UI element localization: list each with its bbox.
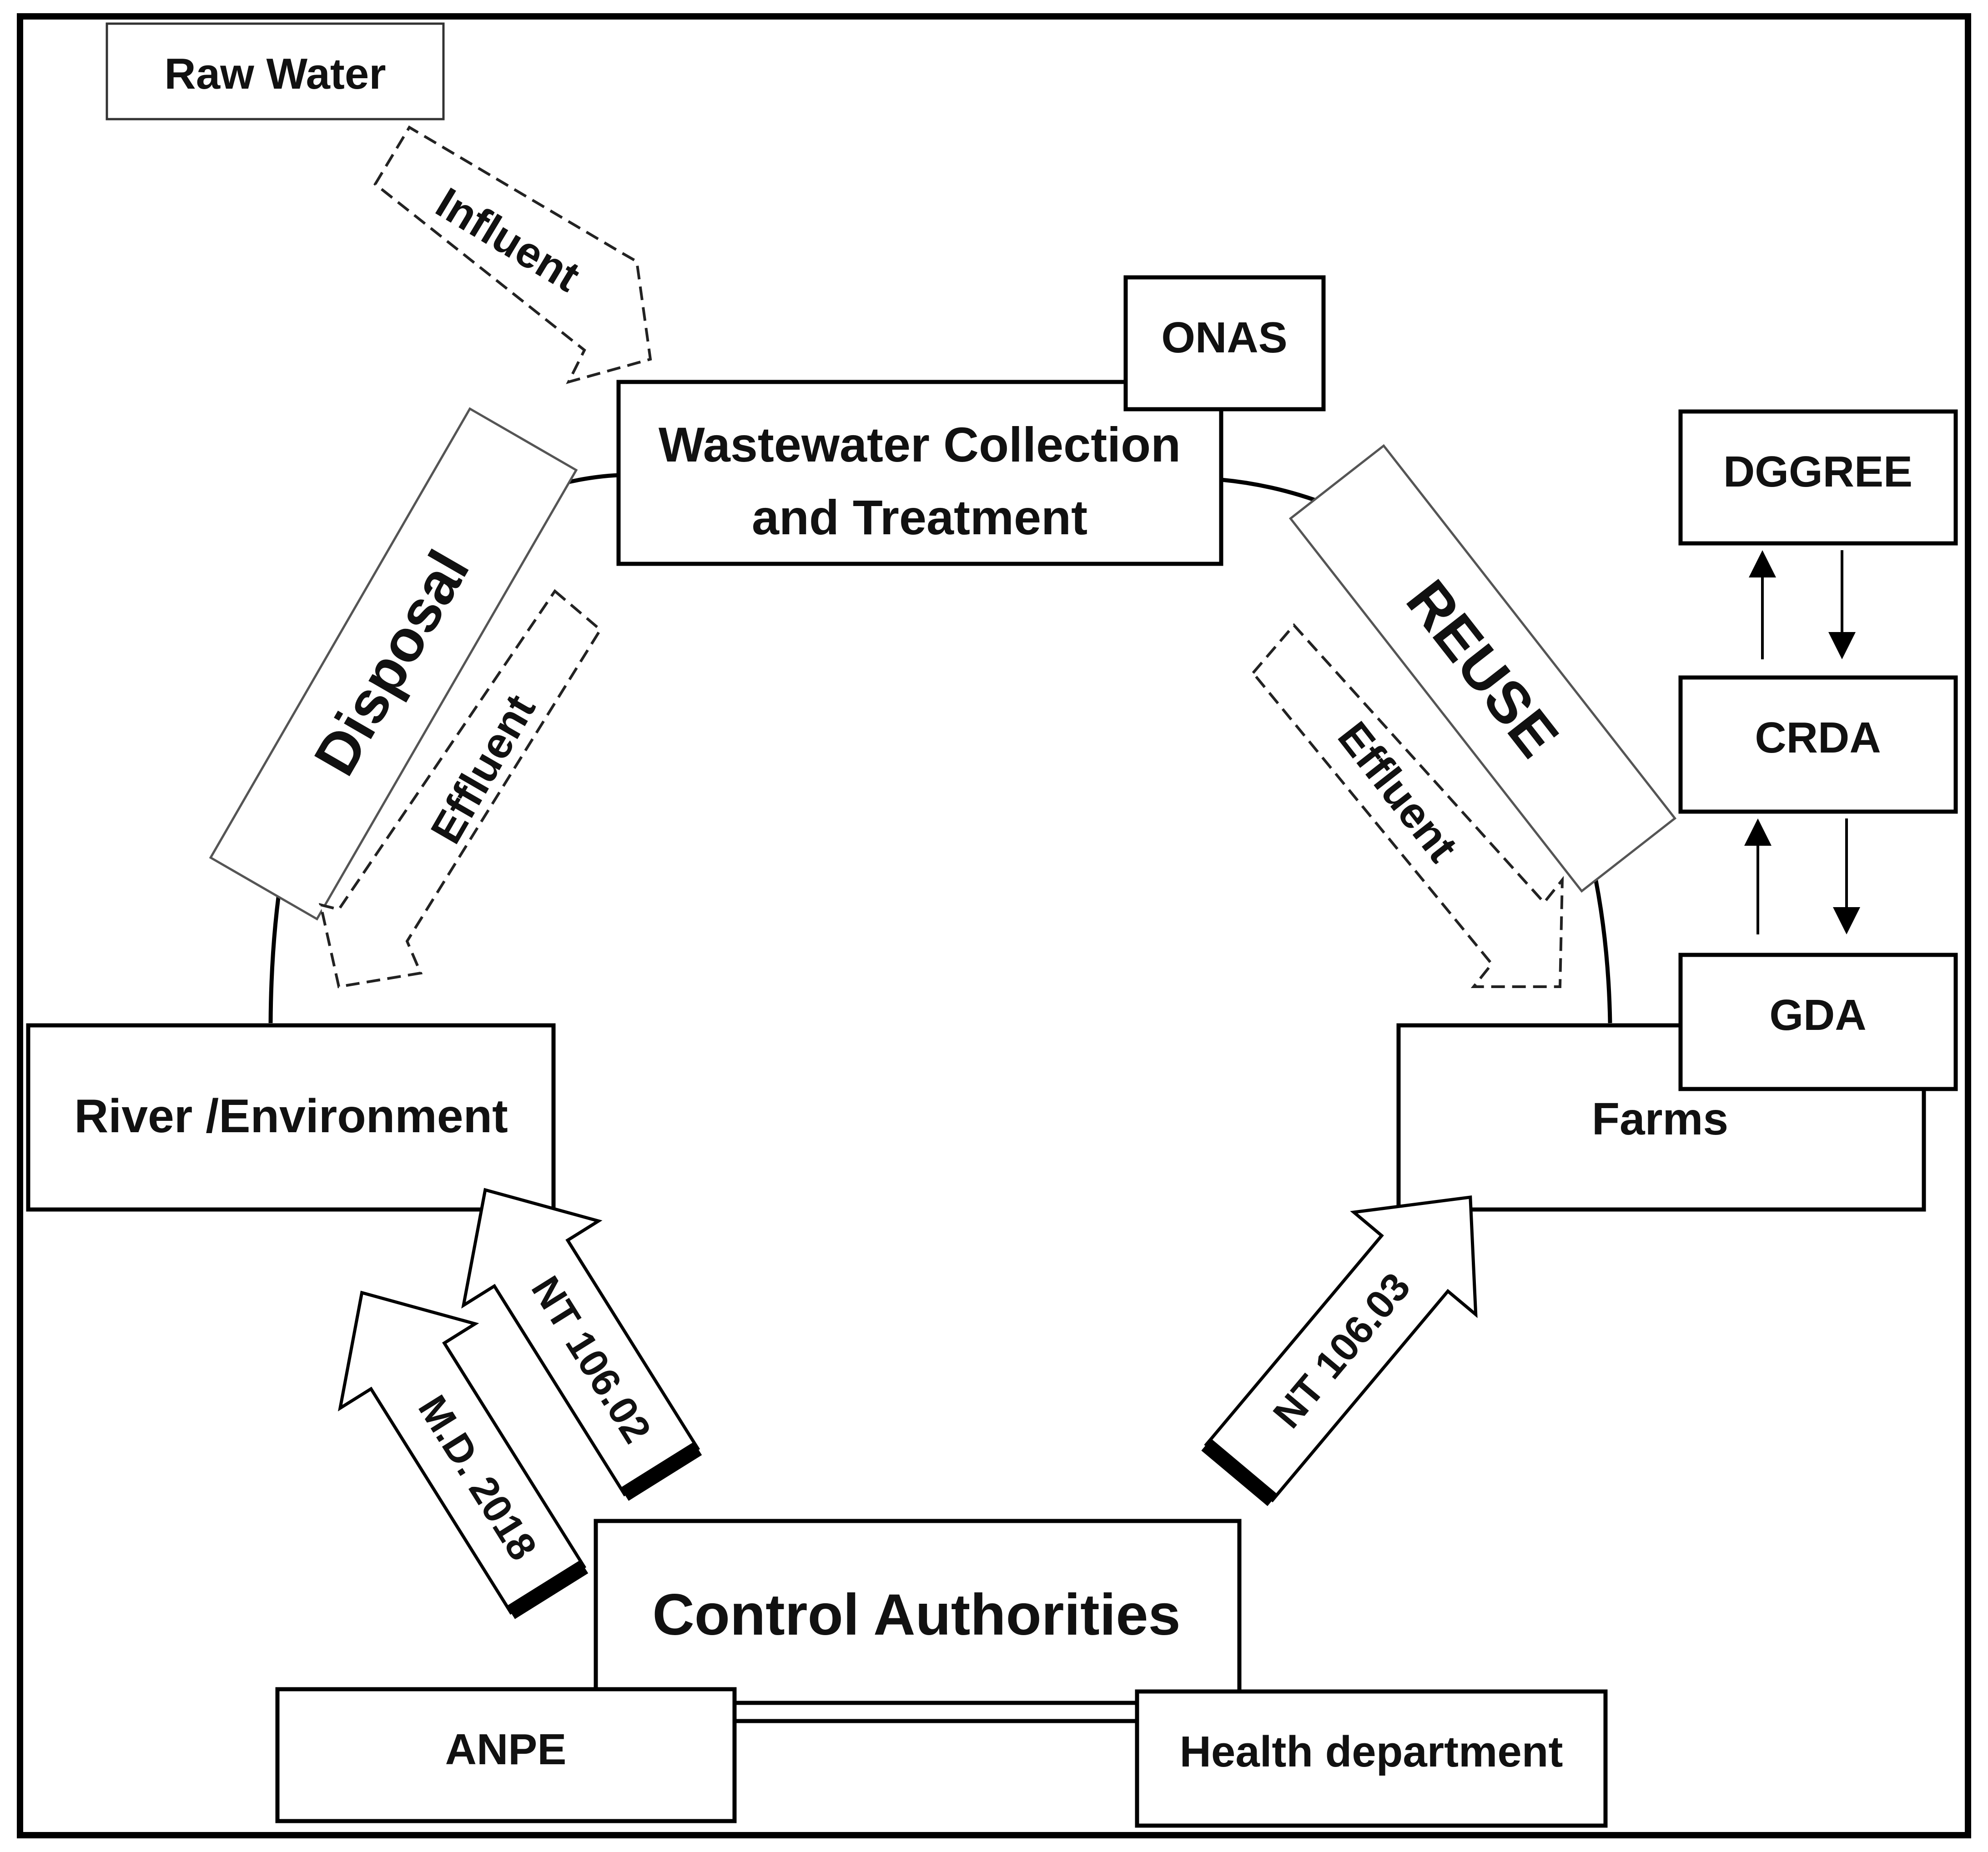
control-authorities-node: Control Authorities <box>594 1519 1242 1705</box>
dggree-label: DGGREE <box>1723 447 1913 496</box>
dggree-node: DGGREE <box>1678 409 1958 546</box>
gda-node: GDA <box>1678 953 1958 1091</box>
anpe-label: ANPE <box>445 1725 567 1774</box>
health-department-label: Health department <box>1180 1727 1563 1776</box>
raw-water-node: Raw Water <box>106 22 445 120</box>
farms-label: Farms <box>1592 1094 1728 1144</box>
river-environment-node: River /Environment <box>26 1023 556 1212</box>
river-label: River /Environment <box>74 1090 508 1143</box>
control-authorities-label: Control Authorities <box>652 1582 1180 1647</box>
wastewater-treatment-node: Wastewater Collection and Treatment <box>616 380 1223 566</box>
disposal-label-box: Disposal <box>209 407 578 921</box>
onas-label: ONAS <box>1161 313 1287 362</box>
anpe-node: ANPE <box>275 1687 737 1823</box>
onas-node: ONAS <box>1123 275 1326 412</box>
crda-node: CRDA <box>1678 675 1958 814</box>
wastewater-label-line2: and Treatment <box>752 490 1087 545</box>
raw-water-label: Raw Water <box>164 50 386 98</box>
gda-label: GDA <box>1769 991 1866 1039</box>
health-department-node: Health department <box>1135 1689 1608 1828</box>
crda-label: CRDA <box>1755 713 1881 762</box>
wastewater-label-line1: Wastewater Collection <box>659 417 1181 472</box>
nt10603-arrow: NT 106.03 <box>1201 1195 1478 1506</box>
